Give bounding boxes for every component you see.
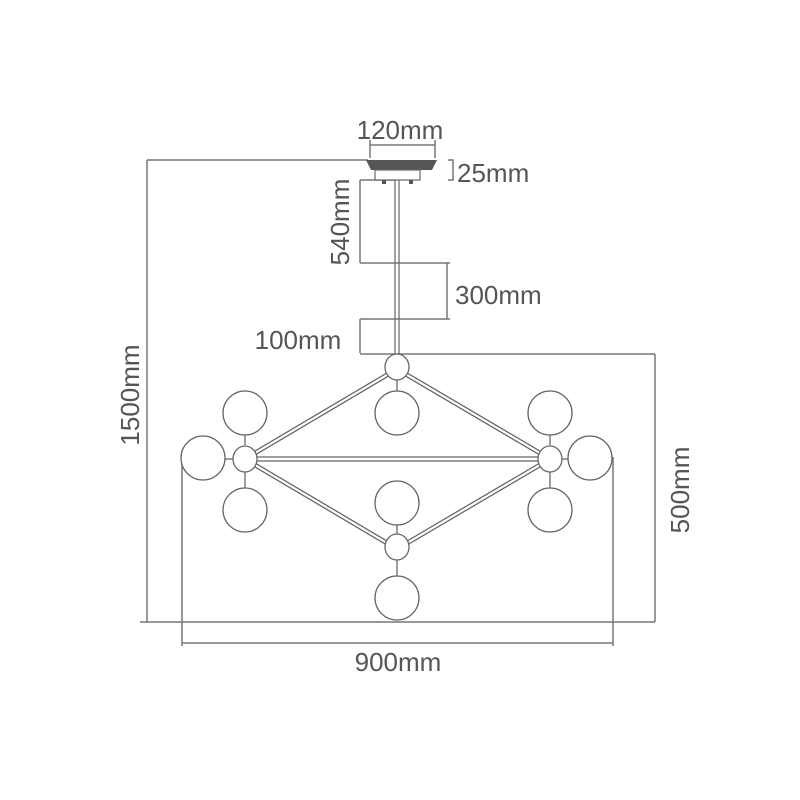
rod-100-label: 100mm [255, 325, 342, 355]
hub [384, 533, 410, 561]
globe [222, 390, 268, 436]
hub [384, 353, 410, 381]
hub [232, 445, 258, 473]
dimension-lines [140, 140, 656, 646]
hub [537, 445, 563, 473]
canopy [366, 160, 437, 184]
body-width-label: 900mm [355, 647, 442, 677]
globe [527, 487, 573, 533]
canopy-height-bracket [448, 159, 454, 181]
dimension-labels: 120mm 25mm 540mm 300mm 100mm 1500mm 500m… [115, 115, 695, 677]
rod-540-label: 540mm [325, 179, 355, 266]
rod [394, 180, 400, 356]
globe [374, 480, 420, 526]
canopy-height-label: 25mm [457, 158, 529, 188]
globe [180, 435, 226, 481]
total-height-label: 1500mm [115, 344, 145, 445]
globe [374, 390, 420, 436]
body-height-label: 500mm [665, 447, 695, 534]
canopy-width-label: 120mm [357, 115, 444, 145]
rod-300-label: 300mm [455, 280, 542, 310]
chandelier-body [180, 353, 613, 621]
globe [567, 435, 613, 481]
arms [225, 366, 570, 576]
globe [527, 390, 573, 436]
globe [374, 575, 420, 621]
globe [222, 487, 268, 533]
